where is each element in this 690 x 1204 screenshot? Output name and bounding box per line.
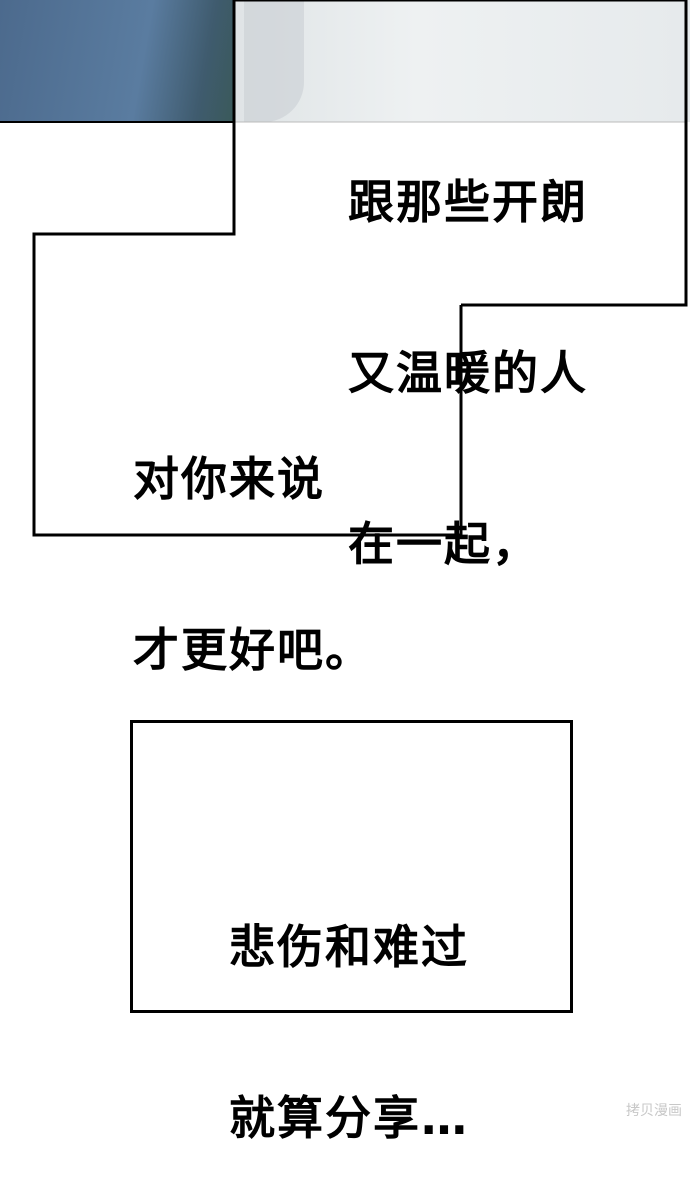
artwork-figure	[244, 0, 304, 122]
speech-line: 就算分享…	[229, 1091, 469, 1145]
speech-line: 对你来说	[133, 452, 325, 506]
speech-line: 才更好吧。	[133, 623, 373, 677]
speech-line: 跟那些开朗	[348, 175, 588, 229]
speech-text-3: 悲伤和难过 就算分享…	[229, 805, 469, 1204]
speech-line: 又温暖的人	[348, 346, 588, 400]
speech-line: 悲伤和难过	[229, 920, 469, 974]
speech-text-2: 对你来说 才更好吧。	[133, 337, 373, 736]
speech-box-outline	[0, 0, 688, 537]
artwork-background-right	[234, 0, 690, 122]
speech-text-1: 跟那些开朗 又温暖的人 在一起，	[348, 60, 588, 630]
watermark: 拷贝漫画	[626, 1103, 682, 1119]
speech-box-3	[130, 720, 573, 1013]
speech-line: 在一起，	[348, 517, 540, 571]
artwork-character-left	[0, 0, 234, 122]
